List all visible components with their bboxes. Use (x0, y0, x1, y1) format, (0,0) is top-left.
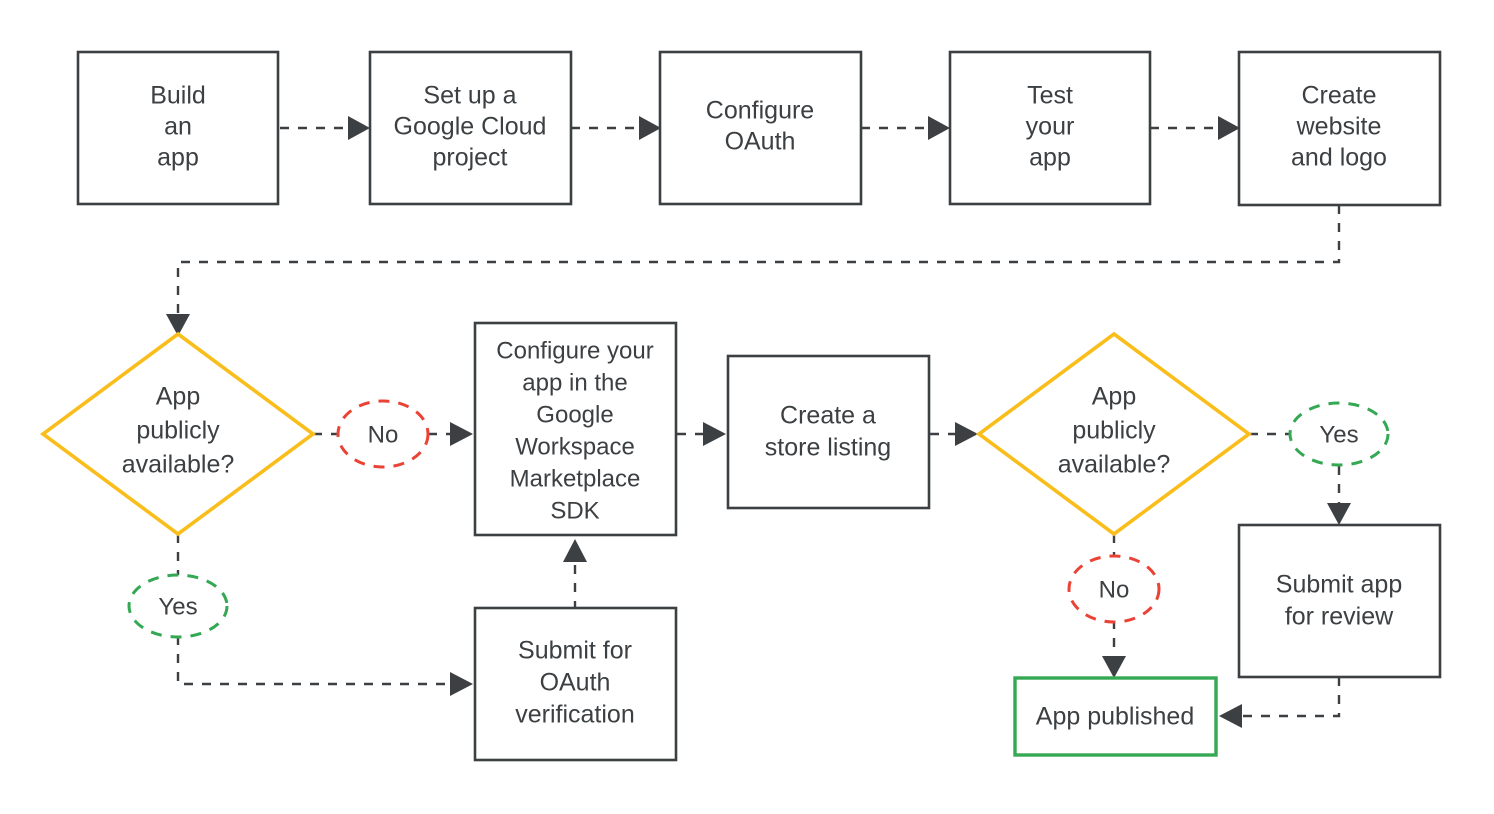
node-label-line: website (1296, 113, 1382, 141)
node-create-website-logo[interactable]: Create website and logo (1237, 50, 1442, 207)
node-label-line: Create a (780, 402, 876, 430)
node-label-line: app (157, 144, 199, 172)
edge-decision-right-yes (1249, 432, 1351, 525)
edge-label-yes-right: Yes (1288, 401, 1390, 467)
node-set-up-gcp-project[interactable]: Set up a Google Cloud project (368, 50, 573, 206)
edge-oauth-verify-to-sdk (563, 539, 587, 610)
edge-decision-right-no (1102, 534, 1126, 678)
node-decision-right[interactable]: App publicly available? (975, 331, 1253, 537)
node-label-line: Configure your (496, 337, 653, 364)
node-label-line: OAuth (540, 669, 611, 697)
node-label-line: Configure (706, 97, 814, 125)
node-submit-oauth-verify[interactable]: Submit for OAuth verification (473, 606, 678, 762)
node-test-your-app[interactable]: Test your app (948, 50, 1152, 206)
node-label-line: App (1092, 383, 1136, 411)
node-label-line: Submit app (1276, 571, 1402, 599)
node-label-line: your (1026, 113, 1075, 141)
node-label-line: verification (515, 701, 635, 729)
edge-decision-left-yes (176, 534, 473, 696)
edge-label-yes-left: Yes (127, 573, 229, 639)
node-label-line: OAuth (725, 128, 796, 156)
node-decision-left[interactable]: App publicly available? (39, 331, 317, 537)
node-label-line: Google (536, 401, 613, 428)
node-label-line: Set up a (423, 82, 516, 110)
edge-build-to-gcp (280, 116, 370, 140)
node-label-line: for review (1285, 603, 1394, 631)
edge-oauth-to-test (861, 116, 950, 140)
edge-sdk-to-listing (677, 422, 726, 446)
edge-label-no-left: No (336, 399, 430, 469)
edge-website-to-decision-left (166, 205, 1341, 336)
edge-layer: Configure app in SDK --> down, right, in… (166, 116, 1351, 728)
node-label-line: Marketplace (510, 465, 641, 492)
node-label-line: Create (1301, 82, 1376, 110)
edge-gcp-to-oauth (571, 116, 661, 140)
edge-label-text: Yes (158, 593, 197, 620)
node-label-line: Workspace (515, 433, 635, 460)
node-label-line: Submit for (518, 637, 632, 665)
node-label-line: Build (150, 82, 206, 110)
node-label-line: publicly (1072, 417, 1156, 445)
node-label-line: app (1029, 144, 1071, 172)
node-label-line: store listing (765, 434, 891, 462)
node-label-line: available? (1058, 451, 1171, 479)
node-submit-app-review[interactable]: Submit app for review (1237, 523, 1442, 679)
node-label-line: app in the (522, 369, 627, 396)
node-label-line: publicly (136, 417, 220, 445)
edge-test-to-website (1150, 116, 1240, 140)
node-label-line: and logo (1291, 144, 1387, 172)
node-label-line: App (156, 383, 200, 411)
edge-label-text: No (368, 421, 399, 448)
edge-review-to-published (1219, 677, 1341, 728)
edge-label-no-right: No (1067, 554, 1161, 624)
node-label-line: App published (1036, 703, 1194, 731)
node-create-store-listing[interactable]: Create a store listing (726, 354, 931, 510)
node-label-line: project (432, 144, 507, 172)
node-build-an-app[interactable]: Build an app (76, 50, 280, 206)
node-configure-app-sdk[interactable]: Configure your app in the Google Workspa… (473, 321, 678, 537)
node-app-published[interactable]: App published (1013, 676, 1218, 757)
edge-listing-to-decision-right (930, 422, 978, 446)
node-label-line: an (164, 113, 192, 141)
edge-label-text: No (1099, 576, 1130, 603)
node-label-line: Test (1027, 82, 1073, 110)
node-label-line: Google Cloud (394, 113, 547, 141)
edge-label-text: Yes (1319, 421, 1358, 448)
node-label-line: available? (122, 451, 235, 479)
edge-decision-left-no (313, 422, 473, 446)
node-configure-oauth[interactable]: Configure OAuth (658, 50, 863, 206)
node-label-line: SDK (550, 497, 599, 524)
